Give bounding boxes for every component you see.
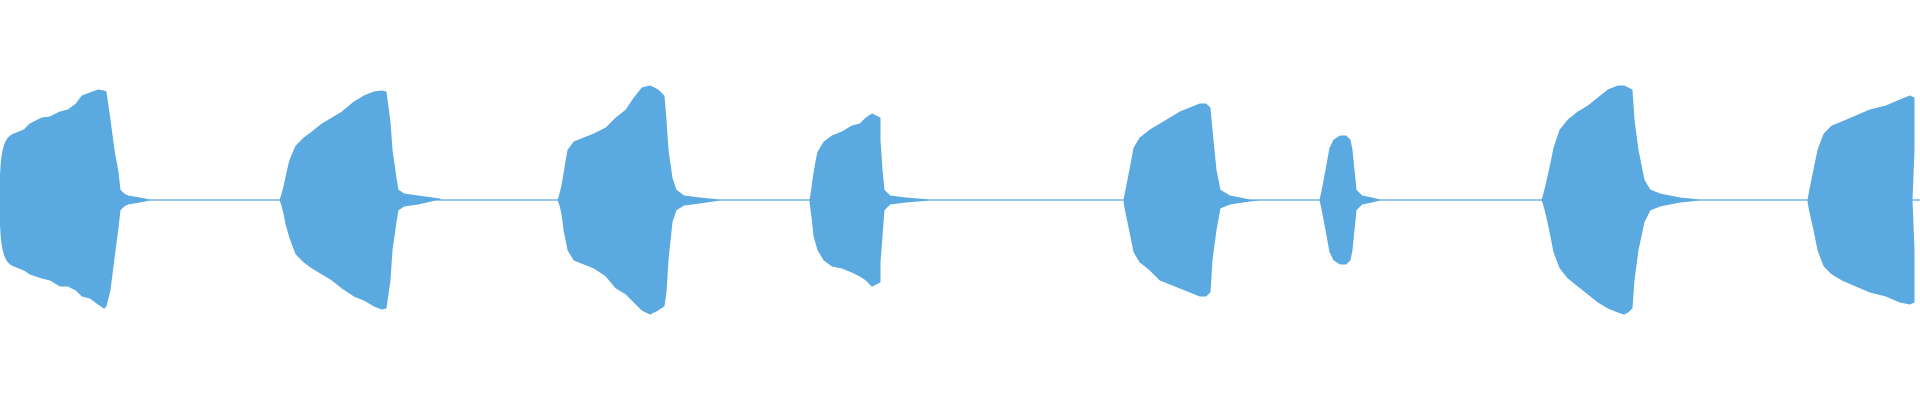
waveform-segment[interactable] xyxy=(279,90,441,310)
waveform-segment[interactable] xyxy=(1123,103,1261,297)
waveform-segment[interactable] xyxy=(557,85,721,315)
waveform-segment[interactable] xyxy=(1807,95,1915,305)
waveform-segment[interactable] xyxy=(1541,85,1701,315)
waveform-segment[interactable] xyxy=(0,89,151,309)
waveform-segment[interactable] xyxy=(809,113,931,287)
waveform-segment[interactable] xyxy=(1319,135,1381,265)
